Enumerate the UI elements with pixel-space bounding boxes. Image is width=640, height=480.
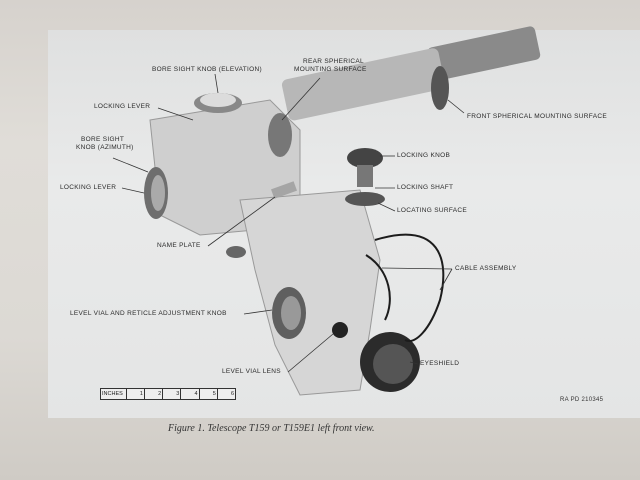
scale-unit: INCHES [101,389,127,399]
azimuth-knob-face [151,175,165,211]
label-cable-assembly: CABLE ASSEMBLY [455,265,517,272]
label-bore-sight-azimuth-1: BORE SIGHT [81,136,125,143]
label-locking-shaft: LOCKING SHAFT [397,184,454,191]
label-level-vial-lens: LEVEL VIAL LENS [222,368,281,375]
scale-tick: 6 [230,391,235,397]
label-name-plate: NAME PLATE [157,242,201,249]
reference-number: RA PD 210345 [560,397,604,403]
label-locking-knob: LOCKING KNOB [397,152,451,159]
cable-assembly-inner [365,254,391,321]
level-vial-lens [332,322,348,338]
tube-ring [431,66,449,110]
label-locking-lever-top: LOCKING LEVER [94,103,151,110]
locking-knob [347,148,383,168]
label-bore-sight-azimuth-2: KNOB (AZIMUTH) [76,144,134,151]
scale-tick: 1 [127,389,145,399]
label-level-vial-knob: LEVEL VIAL AND RETICLE ADJUSTMENT KNOB [70,310,227,317]
lower-body [239,189,381,396]
leader-lines [112,73,465,373]
scale-tick: 2 [145,389,164,399]
eyeshield-inner [373,344,413,384]
locating-surface [345,192,385,206]
label-bore-sight-elevation: BORE SIGHT KNOB (ELEVATION) [152,66,262,73]
cable-assembly [374,233,445,342]
inch-scale: INCHES 1 2 3 4 5 6 [100,388,236,400]
name-plate [271,181,297,199]
level-vial-knob-face [281,296,301,330]
scale-tick: 5 [200,389,218,399]
main-tube [281,48,445,121]
label-rear-spherical-2: MOUNTING SURFACE [294,66,367,73]
elevation-knob-face [200,93,236,107]
label-front-spherical: FRONT SPHERICAL MOUNTING SURFACE [467,113,607,120]
label-eyeshield: EYESHIELD [420,360,460,367]
side-button [226,246,246,258]
rear-spherical-ring [268,113,292,157]
scale-tick: 4 [181,389,200,399]
scale-tick: 3 [163,389,182,399]
locking-shaft [357,165,373,187]
figure-caption: Figure 1. Telescope T159 or T159E1 left … [168,423,375,434]
label-locating-surface: LOCATING SURFACE [397,207,468,214]
label-locking-lever-left: LOCKING LEVER [60,184,117,191]
label-rear-spherical-1: REAR SPHERICAL [303,58,364,65]
front-tube [427,26,541,81]
